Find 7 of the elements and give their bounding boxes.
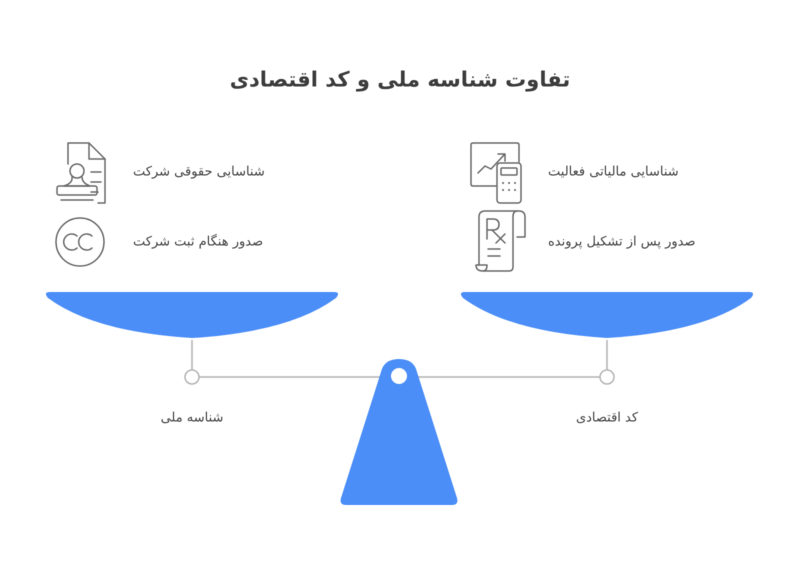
feature-text: صدور هنگام ثبت شرکت	[133, 233, 264, 252]
scale-pan-label: کد اقتصادی	[576, 409, 638, 428]
feature-text: شناسایی مالیاتی فعالیت	[548, 163, 679, 182]
title: تفاوت شناسه ملی و کد اقتصادی	[230, 66, 570, 94]
feature-text: شناسایی حقوقی شرکت	[133, 163, 265, 182]
feature-text: صدور پس از تشکیل پرونده	[548, 233, 696, 252]
scale-pan-label: شناسه ملی	[160, 409, 224, 428]
